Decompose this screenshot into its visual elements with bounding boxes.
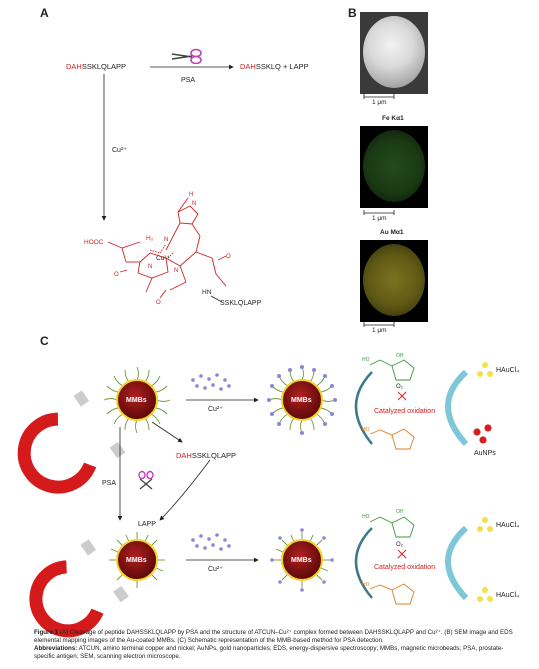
fe-map-image: [360, 126, 428, 208]
cu-ion-label-c2: Cu²⁺: [208, 566, 223, 573]
redox-arrow-top-right: [445, 369, 469, 447]
mmb-bead-2: [267, 365, 337, 435]
scale-label-1: 1 μm: [372, 99, 387, 106]
haucl4-dots-bottom-1: [477, 517, 493, 532]
mmbs-label-4: MMBs: [291, 557, 312, 564]
svg-text:O: O: [114, 272, 119, 278]
peptide-label: DAHSSKLQLAPP: [66, 62, 127, 71]
scale-label-3: 1 μm: [372, 327, 387, 334]
sem-microbead: [363, 16, 425, 88]
catalyzed-oxidation-label-top: Catalyzed oxidation: [374, 408, 436, 415]
cleavage-products-label: DAHSSKLQ + LAPP: [240, 62, 309, 71]
haucl4-label-bottom-1: HAuCl₄: [496, 522, 520, 529]
ascorbic-acid-bottom: [369, 516, 415, 538]
au-map-bead: [363, 244, 425, 316]
hn-label: HN: [202, 289, 212, 296]
caption-abbr-text: ATCUN, amino terminal copper and nickel;…: [34, 645, 504, 660]
svg-text:H: H: [189, 192, 193, 198]
mmbs-label-1: MMBs: [126, 397, 147, 404]
panel-label-a: A: [40, 6, 49, 20]
redox-arrow-bottom-right: [445, 525, 469, 601]
oh-label-1: OH: [396, 353, 404, 359]
psa-label-c: PSA: [102, 480, 117, 487]
lapp-label: LAPP: [138, 521, 156, 528]
scissors-icon-c: [138, 470, 154, 490]
ho-label-1: HO: [362, 357, 370, 363]
ho-label-4: HO: [362, 582, 370, 588]
cu-center-label: Cu²⁺: [156, 255, 170, 262]
blocked-oxidation-mark-top: [397, 391, 407, 401]
svg-text:N: N: [192, 201, 196, 207]
fe-map-title: Fe Kα1: [382, 115, 404, 122]
mmbs-label-2: MMBs: [291, 397, 312, 404]
caption-text: (A) Cleavage of peptide DAHSSKLQLAPP by …: [34, 629, 513, 644]
fe-map-bead: [363, 130, 425, 202]
cu-ion-cluster-top: [191, 373, 231, 391]
ascorbic-acid-top: [369, 359, 415, 381]
h2n-label: H₂: [146, 235, 154, 242]
dehydroascorbic-top: [369, 428, 415, 450]
haucl4-label-top: HAuCl₄: [496, 367, 520, 374]
haucl4-dots-top: [477, 362, 493, 377]
catalyzed-oxidation-label-bottom: Catalyzed oxidation: [374, 564, 436, 571]
caption-figure-label: Figure 1: [34, 629, 59, 636]
panel-label-b: B: [348, 6, 357, 20]
svg-text:N: N: [164, 237, 168, 243]
au-map-title: Au Mα1: [380, 229, 404, 236]
redox-arrow-bottom-left: [354, 527, 373, 599]
mmbs-label-3: MMBs: [126, 557, 147, 564]
oh-label-2: OH: [396, 509, 404, 515]
released-peptide-label: DAHSSKLQLAPP: [176, 451, 237, 460]
au-map-image: [360, 240, 428, 322]
cooh-label: HOOC: [84, 239, 104, 246]
svg-text:O: O: [226, 254, 231, 260]
o2-label-top: O₂: [396, 384, 403, 390]
blocked-oxidation-mark-bottom: [397, 549, 407, 559]
scale-bar-3: [363, 322, 395, 327]
cu-ion-cluster-bottom: [191, 533, 231, 551]
figure-caption: Figure 1 (A) Cleavage of peptide DAHSSKL…: [34, 629, 514, 661]
svg-text:N: N: [148, 264, 152, 270]
scale-label-2: 1 μm: [372, 215, 387, 222]
aunp-dots: [473, 424, 492, 444]
svg-text:N: N: [174, 268, 178, 274]
aunps-label: AuNPs: [474, 450, 496, 457]
tail-peptide-label: SSKLQLAPP: [220, 300, 262, 307]
ho-label-2: HO: [362, 427, 370, 433]
cu-ion-label-c1: Cu²⁺: [208, 406, 223, 413]
scale-bar-1: [363, 94, 395, 99]
caption-abbr-label: Abbreviations:: [34, 645, 78, 652]
ho-label-3: HO: [362, 514, 370, 520]
haucl4-dots-bottom-2: [477, 587, 493, 602]
psa-label-a: PSA: [181, 77, 196, 84]
o2-label-bottom: O₂: [396, 542, 403, 548]
magnet-bottom: [29, 539, 129, 638]
dehydroascorbic-bottom: [369, 583, 415, 605]
redox-arrow-top-left: [354, 371, 373, 445]
scale-bar-2: [363, 210, 395, 215]
mmb-bead-1: [103, 366, 171, 434]
cu-ion-label-a: Cu²⁺: [112, 147, 127, 154]
panel-label-c: C: [40, 334, 49, 348]
magnet-top: [17, 390, 126, 494]
scissors-icon: [171, 48, 202, 64]
mmb-bead-3: [109, 532, 165, 588]
sem-image: [360, 12, 428, 94]
svg-text:O: O: [156, 300, 161, 306]
haucl4-label-bottom-2: HAuCl₄: [496, 592, 520, 599]
mmb-bead-4: [270, 528, 334, 592]
